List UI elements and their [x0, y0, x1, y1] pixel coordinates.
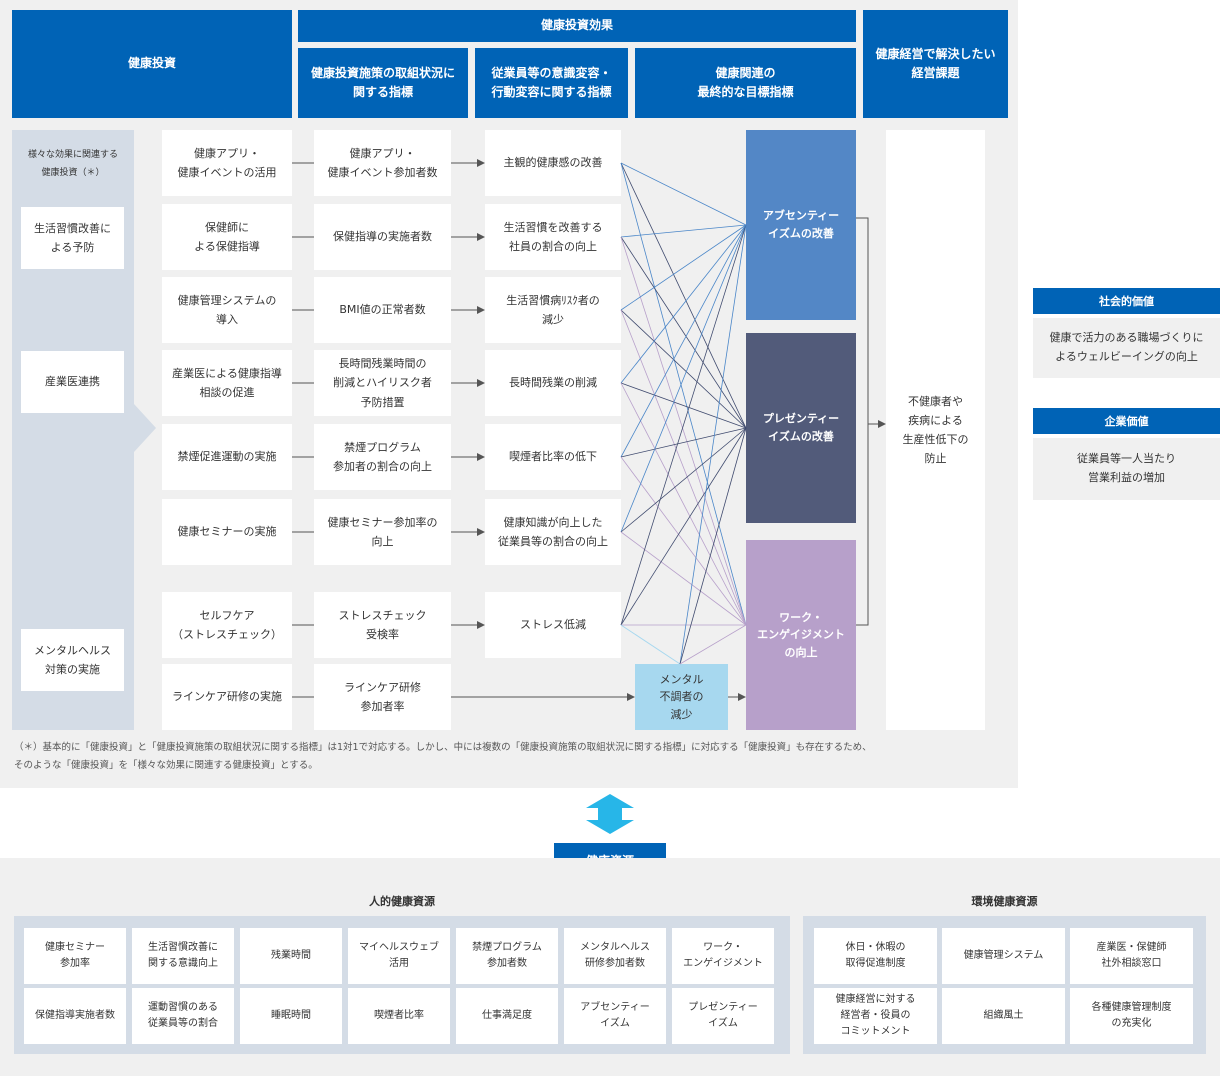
behavior-box: 生活習慣病ﾘｽｸ者の 減少 — [485, 277, 621, 343]
human-resource-cell: プレゼンティー イズム — [672, 988, 774, 1044]
human-resource-cell: 運動習慣のある 従業員等の割合 — [132, 988, 234, 1044]
human-resource-cell: 睡眠時間 — [240, 988, 342, 1044]
header-effect-goal: 健康関連の 最終的な目標指標 — [635, 48, 856, 118]
behavior-box: 喫煙者比率の低下 — [485, 424, 621, 490]
human-resource-cell: 残業時間 — [240, 928, 342, 984]
indicator-box: 健康アプリ・ 健康イベント参加者数 — [314, 130, 451, 196]
corporate-value-header: 企業価値 — [1033, 408, 1220, 434]
env-resource-cell: 健康管理システム — [942, 928, 1065, 984]
mental-disorder-box: メンタル 不調者の 減少 — [635, 664, 728, 730]
goal-presenteeism: プレゼンティー イズムの改善 — [746, 333, 856, 523]
human-resource-cell: 禁煙プログラム 参加者数 — [456, 928, 558, 984]
human-resource-cell: アブセンティー イズム — [564, 988, 666, 1044]
env-resource-cell: 休日・休暇の 取得促進制度 — [814, 928, 937, 984]
sidebar-item-mental-health: メンタルヘルス 対策の実施 — [21, 629, 124, 691]
indicator-box: 保健指導の実施者数 — [314, 204, 451, 270]
investment-box: 保健師に よる保健指導 — [162, 204, 292, 270]
env-resource-cell: 産業医・保健師 社外相談窓口 — [1070, 928, 1193, 984]
investment-box: 禁煙促進運動の実施 — [162, 424, 292, 490]
behavior-box: 主観的健康感の改善 — [485, 130, 621, 196]
header-effect-indicator-label: 健康投資施策の取組状況に 関する指標 — [310, 65, 455, 99]
header-effect-label: 健康投資効果 — [540, 18, 613, 33]
footnote: （＊）基本的に「健康投資」と「健康投資施策の取組状況に関する指標」は1対1で対応… — [14, 742, 872, 772]
env-resource-cell: 各種健康管理制度 の充実化 — [1070, 988, 1193, 1044]
indicator-box: 禁煙プログラム 参加者の割合の向上 — [314, 424, 451, 490]
human-resource-cell: 生活習慣改善に 関する意識向上 — [132, 928, 234, 984]
indicator-box: 健康セミナー参加率の 向上 — [314, 499, 451, 565]
goal-absenteeism: アブセンティー イズムの改善 — [746, 130, 856, 320]
human-resources-title: 人的健康資源 — [369, 895, 435, 908]
header-effect-behavior-label: 従業員等の意識変容・ 行動変容に関する指標 — [491, 65, 612, 99]
header-effect-behavior: 従業員等の意識変容・ 行動変容に関する指標 — [475, 48, 628, 118]
sidebar-caption: 様々な効果に関連する 健康投資（＊） — [27, 150, 118, 178]
header-issue-label: 健康経営で解決したい 経営課題 — [875, 46, 996, 80]
header-effect-goal-label: 健康関連の 最終的な目標指標 — [697, 65, 794, 99]
goal-work-engagement: ワーク・ エンゲイジメント の向上 — [746, 540, 856, 730]
social-value-header: 社会的価値 — [1033, 288, 1220, 314]
social-value-title: 社会的価値 — [1099, 295, 1154, 308]
investment-box: 産業医による健康指導 相談の促進 — [162, 350, 292, 416]
corporate-value-body: 従業員等一人当たり 営業利益の増加 — [1033, 438, 1220, 500]
env-resources-title: 環境健康資源 — [971, 895, 1038, 908]
investment-box: 健康セミナーの実施 — [162, 499, 292, 565]
human-resource-cell: マイヘルスウェブ 活用 — [348, 928, 450, 984]
behavior-box: ストレス低減 — [485, 592, 621, 658]
investment-box: 健康アプリ・ 健康イベントの活用 — [162, 130, 292, 196]
header-investment-label: 健康投資 — [127, 56, 176, 71]
human-resource-cell: 保健指導実施者数 — [24, 988, 126, 1044]
sidebar-item-occupational-physician: 産業医連携 — [21, 351, 124, 413]
investment-box: セルフケア （ストレスチェック） — [162, 592, 292, 658]
env-resource-cell: 組織風土 — [942, 988, 1065, 1044]
behavior-box: 生活習慣を改善する 社員の割合の向上 — [485, 204, 621, 270]
investment-box: 健康管理システムの 導入 — [162, 277, 292, 343]
human-resource-cell: 喫煙者比率 — [348, 988, 450, 1044]
issue-box: 不健康者や 疾病による 生産性低下の 防止 — [886, 130, 985, 730]
human-resource-cell: メンタルヘルス 研修参加者数 — [564, 928, 666, 984]
investment-box: ラインケア研修の実施 — [162, 664, 292, 730]
header-investment: 健康投資 — [12, 10, 292, 118]
corporate-value-title: 企業価値 — [1104, 415, 1149, 428]
behavior-box: 長時間残業の削減 — [485, 350, 621, 416]
sidebar-item-lifestyle: 生活習慣改善に よる予防 — [21, 207, 124, 269]
header-issue: 健康経営で解決したい 経営課題 — [863, 10, 1008, 118]
human-resource-cell: ワーク・ エンゲイジメント — [672, 928, 774, 984]
indicator-box: BMI値の正常者数 — [314, 277, 451, 343]
behavior-box: 健康知識が向上した 従業員等の割合の向上 — [485, 499, 621, 565]
double-arrow-icon — [586, 794, 634, 834]
header-effect-indicator: 健康投資施策の取組状況に 関する指標 — [298, 48, 468, 118]
indicator-box: ラインケア研修 参加者率 — [314, 664, 451, 730]
social-value-body: 健康で活力のある職場づくりに よるウェルビーイングの向上 — [1033, 318, 1220, 378]
header-effect: 健康投資効果 — [298, 10, 856, 42]
indicator-box: 長時間残業時間の 削減とハイリスク者 予防措置 — [314, 350, 451, 416]
human-resource-cell: 仕事満足度 — [456, 988, 558, 1044]
env-resource-cell: 健康経営に対する 経営者・役員の コミットメント — [814, 988, 937, 1044]
sidebar-arrow — [134, 404, 156, 452]
indicator-box: ストレスチェック 受検率 — [314, 592, 451, 658]
human-resource-cell: 健康セミナー 参加率 — [24, 928, 126, 984]
